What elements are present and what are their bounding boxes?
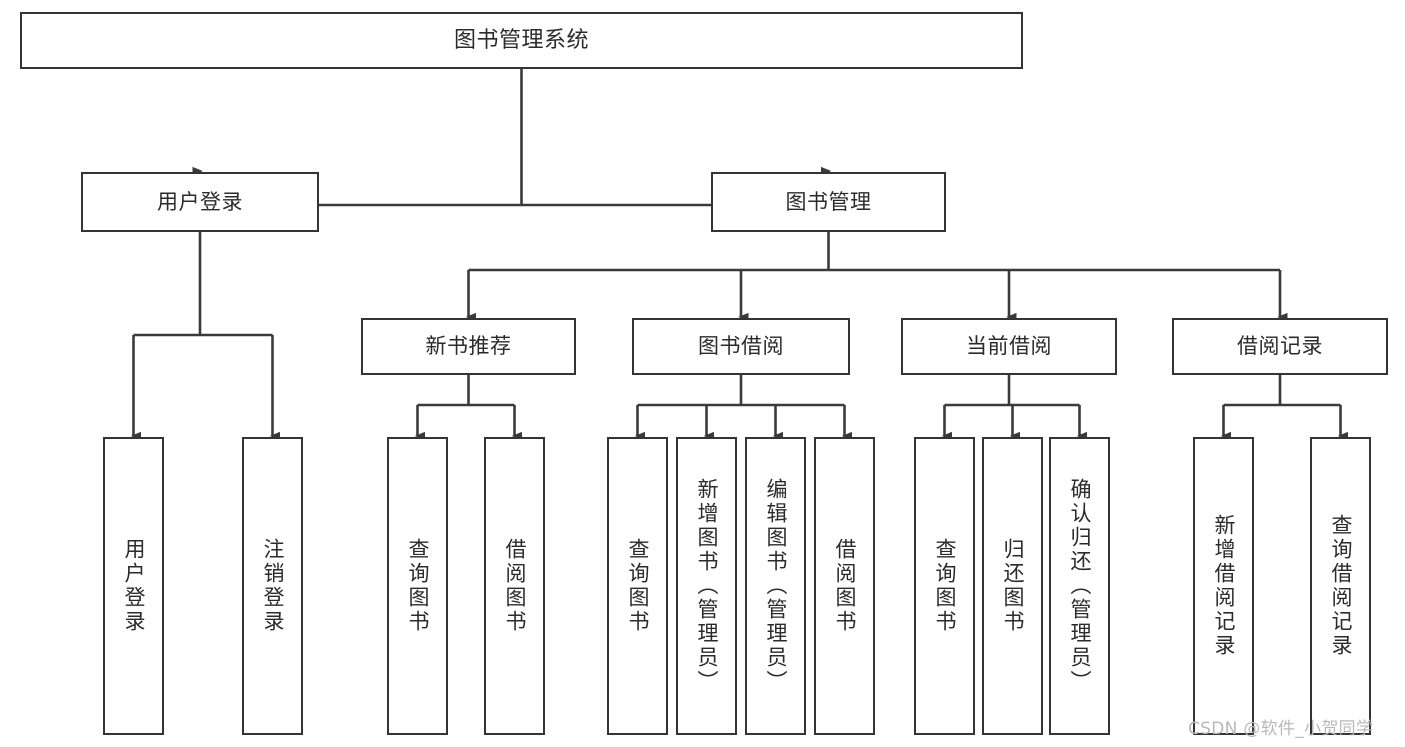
node-label: 借阅图书 (503, 538, 527, 634)
node-leaf-query-book-bb[interactable]: 查询图书 (607, 437, 668, 735)
node-leaf-user-login[interactable]: 用户登录 (103, 437, 164, 735)
watermark: CSDN @软件_小贺同学 (1188, 719, 1374, 739)
node-leaf-edit-book[interactable]: 编辑图书（管理员） (745, 437, 806, 735)
node-label: 图书管理系统 (453, 27, 589, 53)
node-label: 新书推荐 (425, 334, 512, 359)
node-leaf-query-book-cb[interactable]: 查询图书 (914, 437, 975, 735)
node-leaf-borrow-book-rec[interactable]: 借阅图书 (484, 437, 545, 735)
node-book-manage[interactable]: 图书管理 (711, 172, 946, 232)
node-label: 归还图书 (1001, 538, 1025, 634)
node-leaf-query-book-rec[interactable]: 查询图书 (387, 437, 448, 735)
node-leaf-add-record[interactable]: 新增借阅记录 (1193, 437, 1254, 735)
node-leaf-borrow-book-bb[interactable]: 借阅图书 (814, 437, 875, 735)
node-label: 当前借阅 (966, 334, 1052, 359)
node-label: 查询图书 (933, 538, 957, 634)
node-leaf-add-book[interactable]: 新增图书（管理员） (676, 437, 737, 735)
node-label: 查询图书 (626, 538, 650, 634)
node-label: 查询借阅记录 (1329, 514, 1353, 658)
node-borrow-record[interactable]: 借阅记录 (1172, 318, 1388, 375)
node-label: 注销登录 (261, 538, 285, 634)
node-label: 确认归还（管理员） (1068, 478, 1092, 694)
node-label: 图书管理 (785, 189, 872, 214)
node-root-system[interactable]: 图书管理系统 (20, 12, 1023, 69)
node-leaf-user-logout[interactable]: 注销登录 (242, 437, 303, 735)
node-leaf-confirm-return[interactable]: 确认归还（管理员） (1049, 437, 1110, 735)
node-new-book-recommend[interactable]: 新书推荐 (361, 318, 576, 375)
node-user-login[interactable]: 用户登录 (81, 172, 319, 232)
node-label: 借阅记录 (1237, 334, 1323, 359)
node-label: 用户登录 (157, 189, 243, 214)
node-label: 编辑图书（管理员） (764, 478, 788, 694)
node-label: 新增借阅记录 (1212, 514, 1236, 658)
node-label: 图书借阅 (698, 334, 784, 359)
node-current-borrow[interactable]: 当前借阅 (901, 318, 1117, 375)
node-label: 用户登录 (122, 538, 146, 634)
node-label: 新增图书（管理员） (695, 478, 719, 694)
node-label: 查询图书 (406, 538, 430, 634)
node-label: 借阅图书 (833, 538, 857, 634)
node-leaf-query-record[interactable]: 查询借阅记录 (1310, 437, 1371, 735)
node-book-borrow[interactable]: 图书借阅 (632, 318, 850, 375)
node-leaf-return-book[interactable]: 归还图书 (982, 437, 1043, 735)
